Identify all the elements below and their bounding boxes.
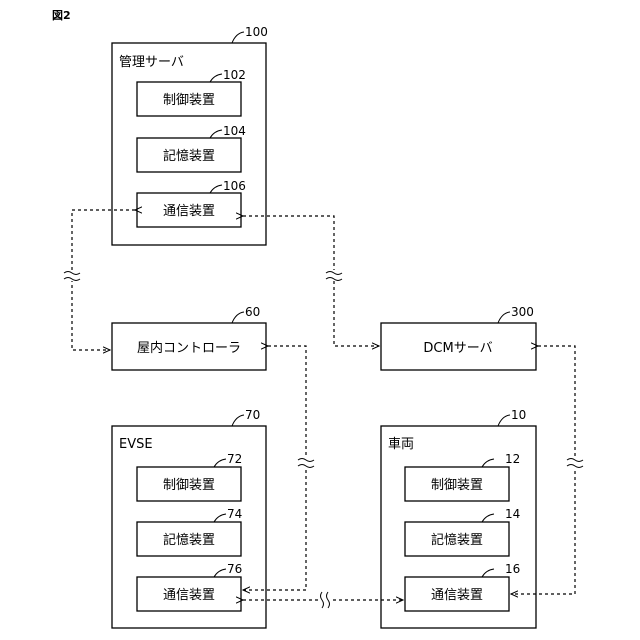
vehicle-title: 車両 [388,437,414,452]
figure-label: 図2 [52,8,71,22]
dcm-server-ref-leader [498,312,510,323]
vehicle-ref: 10 [511,408,526,422]
indoor-controller: 屋内コントローラ 60 [112,305,266,370]
evse-storage-device-ref: 74 [227,507,242,521]
evse: EVSE 70 制御装置 72 記憶装置 74 通信装置 76 [112,408,266,628]
vehicle-comm-device-ref: 16 [505,562,520,576]
dcm-server-label: DCMサーバ [423,341,492,356]
break-symbol-server-indoor [64,270,80,281]
evse-control-device-ref: 72 [227,452,242,466]
server-storage-device-ref: 104 [223,124,246,138]
evse-comm-device-ref: 76 [227,562,242,576]
server-comm-device-label: 通信装置 [163,204,215,219]
indoor-controller-label: 屋内コントローラ [137,340,241,356]
vehicle-storage-device-label: 記憶装置 [431,532,483,548]
evse-comm-device-label: 通信装置 [163,588,215,603]
break-symbol-indoor-evse [298,457,314,468]
break-symbol-server-dcm [326,270,342,281]
dcm-server-ref: 300 [511,305,534,319]
evse-control-device-label: 制御装置 [163,478,215,493]
server-storage-device-label: 記憶装置 [163,148,215,164]
break-symbol-evse-vehicle [319,592,330,608]
indoor-controller-ref-leader [232,312,244,323]
vehicle-storage-device-ref: 14 [505,507,520,521]
dcm-server: DCMサーバ 300 [381,305,536,370]
evse-ref: 70 [245,408,260,422]
server-comm-device-ref: 106 [223,179,246,193]
management-server-ref-leader [232,32,244,43]
evse-ref-leader [232,415,244,426]
vehicle-control-device-ref: 12 [505,452,520,466]
vehicle-ref-leader [498,415,510,426]
indoor-controller-ref: 60 [245,305,260,319]
management-server-ref: 100 [245,25,268,39]
management-server: 管理サーバ 100 制御装置 102 記憶装置 104 通信装置 106 [112,25,268,245]
server-control-device-ref: 102 [223,68,246,82]
management-server-title: 管理サーバ [119,55,184,70]
evse-storage-device-label: 記憶装置 [163,532,215,548]
evse-title: EVSE [119,437,153,452]
vehicle: 車両 10 制御装置 12 記憶装置 14 通信装置 16 [381,408,536,628]
vehicle-control-device-label: 制御装置 [431,478,483,493]
server-control-device-label: 制御装置 [163,93,215,108]
break-symbol-dcm-vehicle [567,457,583,468]
vehicle-comm-device-label: 通信装置 [431,588,483,603]
